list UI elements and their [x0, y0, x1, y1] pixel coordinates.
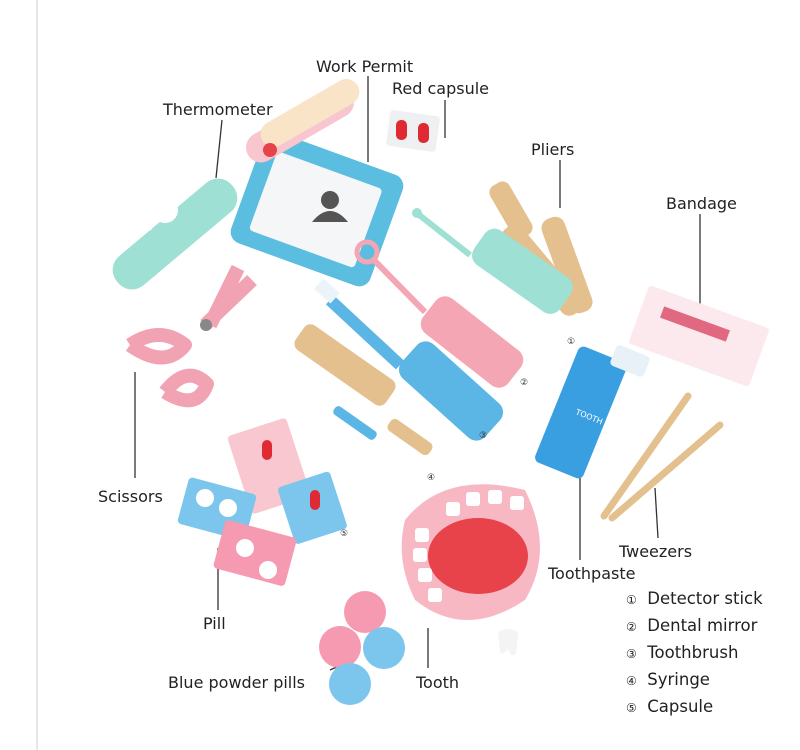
legend-item: ⑤ Capsule: [626, 694, 763, 721]
tongue-depressors: [246, 79, 360, 163]
label-pill: Pill: [203, 614, 226, 633]
legend-item: ① Detector stick: [626, 586, 763, 613]
thermometer: [112, 178, 238, 290]
label-tooth: Tooth: [416, 673, 460, 692]
blue-powder-pills: [319, 591, 405, 705]
label-red-capsule: Red capsule: [392, 79, 490, 98]
svg-text:③: ③: [479, 431, 487, 441]
legend-item: ③ Toothbrush: [626, 640, 763, 667]
label-pliers: Pliers: [531, 140, 575, 159]
page-frame-line: [36, 0, 38, 750]
pill-blister: [177, 477, 297, 586]
item-number-markers: ① ② ③ ④ ⑤: [340, 337, 575, 539]
numbered-legend: ① Detector stick ② Dental mirror ③ Tooth…: [626, 586, 763, 721]
legend-number: ⑤: [626, 701, 637, 715]
legend-item: ② Dental mirror: [626, 613, 763, 640]
svg-text:④: ④: [427, 473, 435, 483]
bandage: [629, 285, 769, 387]
toothbrush: [314, 278, 504, 441]
legend-item: ④ Syringe: [626, 667, 763, 694]
legend-text: Detector stick: [647, 589, 763, 608]
toothpaste-tube: [535, 345, 650, 479]
legend-text: Syringe: [647, 670, 710, 689]
svg-text:②: ②: [520, 378, 528, 388]
svg-text:①: ①: [567, 337, 575, 347]
syringe: [294, 324, 433, 456]
tooth-model: [401, 484, 540, 656]
svg-text:⑤: ⑤: [340, 529, 348, 539]
legend-number: ②: [626, 620, 637, 634]
label-bandage: Bandage: [666, 194, 737, 213]
legend-text: Capsule: [647, 697, 714, 716]
label-blue-powder-pills: Blue powder pills: [168, 673, 306, 692]
dental-mirror: [354, 239, 524, 388]
tweezers: [600, 392, 724, 522]
legend-text: Toothbrush: [647, 643, 739, 662]
label-scissors: Scissors: [98, 487, 163, 506]
scissors: [125, 264, 257, 408]
legend-number: ③: [626, 647, 637, 661]
label-toothpaste: Toothpaste: [548, 564, 636, 583]
capsule-cards: [227, 418, 347, 544]
red-capsule-card: [386, 110, 440, 152]
label-thermometer: Thermometer: [163, 100, 273, 119]
detector-stick: [412, 208, 573, 314]
scissors-pivot: [200, 319, 212, 331]
label-work-permit: Work Permit: [316, 57, 414, 76]
label-tweezers: Tweezers: [619, 542, 693, 561]
legend-text: Dental mirror: [647, 616, 758, 635]
legend-number: ④: [626, 674, 637, 688]
legend-number: ①: [626, 593, 637, 607]
